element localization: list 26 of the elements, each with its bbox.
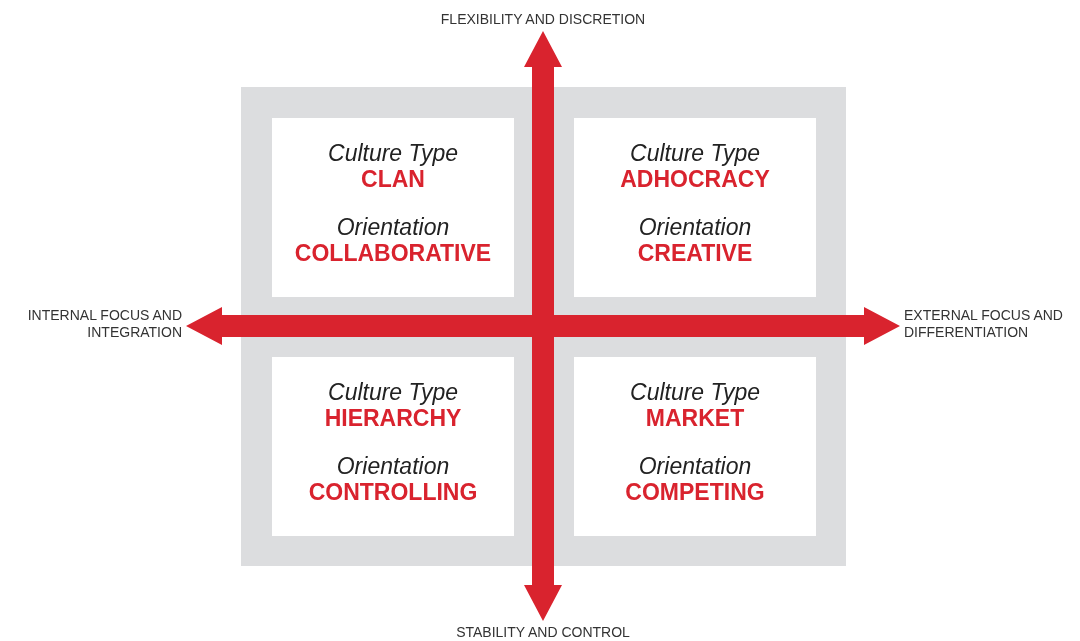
value-label: CLAN (361, 166, 425, 192)
quadrant-card (272, 118, 514, 297)
value-label: CREATIVE (637, 240, 753, 266)
quadrant-card (272, 357, 514, 536)
value-label: MARKET (645, 405, 745, 431)
field-label: Culture Type (328, 140, 458, 166)
field-label: Orientation (336, 453, 450, 479)
field-label: Culture Type (630, 379, 760, 405)
value-label: HIERARCHY (324, 405, 462, 431)
value-label: COMPETING (625, 479, 765, 505)
field-label: Orientation (638, 453, 752, 479)
quadrant-card (574, 118, 816, 297)
value-label: ADHOCRACY (620, 166, 770, 192)
axis-label: EXTERNAL FOCUS AND DIFFERENTIATION (904, 307, 1080, 341)
field-label: Culture Type (328, 379, 458, 405)
field-label: Culture Type (630, 140, 760, 166)
axis-label: INTERNAL FOCUS AND INTEGRATION (2, 307, 182, 341)
field-label: Orientation (336, 214, 450, 240)
axis-label: FLEXIBILITY AND DISCRETION (393, 11, 693, 28)
value-label: CONTROLLING (308, 479, 478, 505)
axis-label: STABILITY AND CONTROL (393, 624, 693, 641)
quadrant-card (574, 357, 816, 536)
double-arrow (186, 307, 900, 345)
field-label: Orientation (638, 214, 752, 240)
double-arrow (524, 31, 562, 621)
value-label: COLLABORATIVE (294, 240, 492, 266)
